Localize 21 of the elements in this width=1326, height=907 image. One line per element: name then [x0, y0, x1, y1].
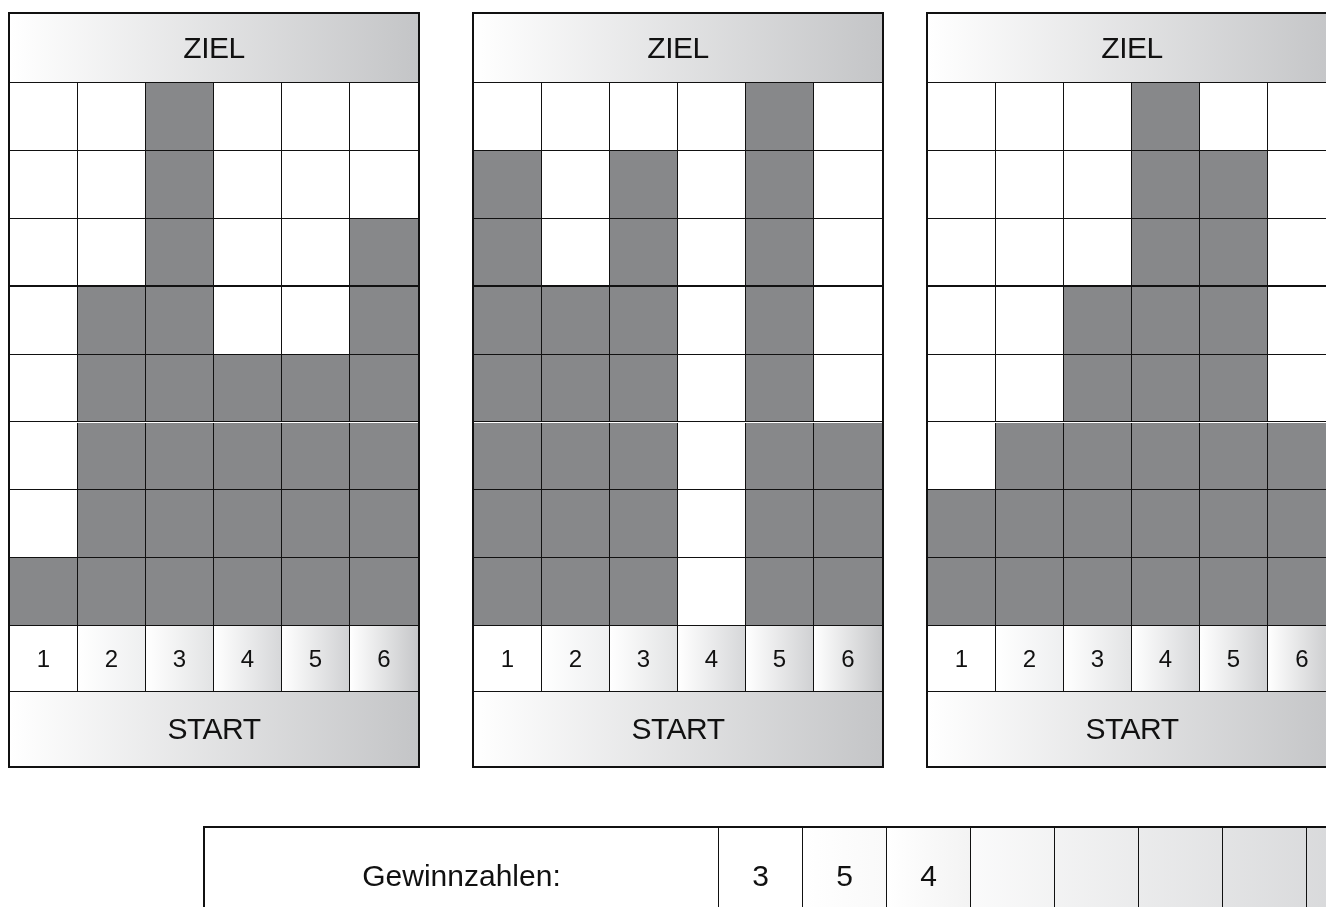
column-number: 1	[928, 626, 996, 693]
column-number: 5	[746, 626, 814, 693]
column-number: 4	[214, 626, 282, 693]
column-number: 3	[146, 626, 214, 693]
goal-header: ZIEL	[928, 14, 1326, 83]
goal-header: ZIEL	[474, 14, 882, 83]
column-number: 4	[1132, 626, 1200, 693]
column-number: 5	[1200, 626, 1268, 693]
column-number: 5	[282, 626, 350, 693]
column-number: 3	[610, 626, 678, 693]
column-number: 4	[678, 626, 746, 693]
column-number: 6	[1268, 626, 1326, 693]
column-number: 1	[474, 626, 542, 693]
column-number: 6	[350, 626, 418, 693]
column-number: 2	[78, 626, 146, 693]
column-number: 2	[542, 626, 610, 693]
column-number: 1	[10, 626, 78, 693]
column-number: 3	[1064, 626, 1132, 693]
column-number: 2	[996, 626, 1064, 693]
column-number: 6	[814, 626, 882, 693]
goal-header: ZIEL	[10, 14, 418, 83]
